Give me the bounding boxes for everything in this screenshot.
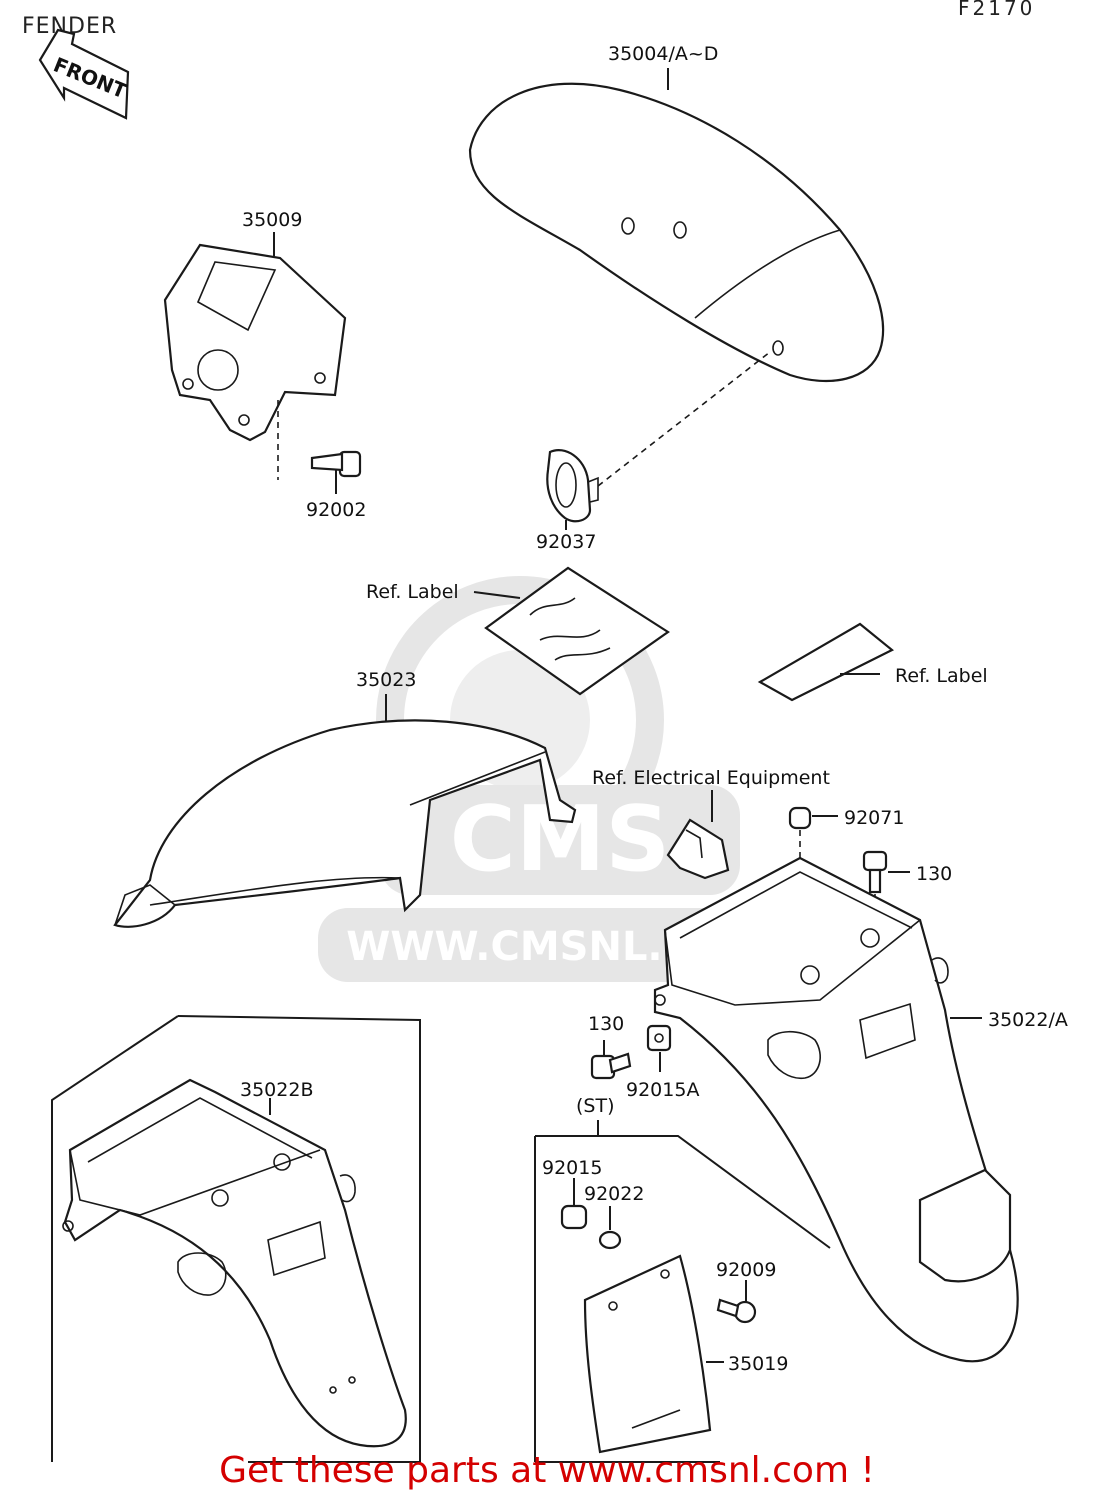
front-arrow-marker: FRONT	[38, 28, 130, 120]
part-label-92009: 92009	[716, 1259, 776, 1281]
headlight-bracket-35009	[163, 232, 347, 480]
footer-banner[interactable]: Get these parts at www.cmsnl.com !	[219, 1450, 875, 1491]
bolt-92002	[310, 450, 362, 494]
part-label-35009: 35009	[242, 209, 302, 231]
rear-fender-35022a	[653, 856, 1019, 1363]
part-label-92071: 92071	[844, 807, 904, 829]
part-label-92037: 92037	[536, 531, 596, 553]
part-label-92002: 92002	[306, 499, 366, 521]
rear-fender-35022b	[62, 1078, 407, 1448]
nut-92015a	[646, 1024, 672, 1072]
nut-92015	[560, 1178, 588, 1230]
st-group-bracket	[534, 1120, 831, 1463]
ref-electrical-text: Ref. Electrical Equipment	[592, 767, 830, 789]
part-label-92015a: 92015A	[626, 1079, 699, 1101]
ref-label-2-text: Ref. Label	[895, 665, 988, 687]
part-label-35022a: 35022/A	[988, 1009, 1068, 1031]
bolt-92009	[716, 1280, 757, 1324]
diagram-code: F2170	[958, 0, 1036, 20]
washer-92022	[598, 1206, 622, 1250]
part-label-92022: 92022	[584, 1183, 644, 1205]
part-label-35004: 35004/A~D	[608, 43, 718, 65]
front-fender-35004	[468, 68, 885, 383]
part-label-130-top: 130	[916, 863, 952, 885]
ref-label-1-text: Ref. Label	[366, 581, 459, 603]
bolt-130-bottom	[590, 1040, 632, 1080]
part-label-35019: 35019	[728, 1353, 788, 1375]
electrical-equipment-ref	[666, 790, 730, 880]
mudflap-35019	[583, 1254, 724, 1454]
part-label-35022b: 35022B	[240, 1079, 313, 1101]
rear-fender-35022b-box	[51, 1015, 421, 1463]
part-label-92015: 92015	[542, 1157, 602, 1179]
part-label-130-bottom: 130	[588, 1013, 624, 1035]
grommet-92037	[546, 351, 771, 530]
inner-fender-35023	[113, 694, 577, 928]
part-label-35023: 35023	[356, 669, 416, 691]
ref-label-sticker-1	[473, 566, 670, 696]
st-marker: (ST)	[576, 1095, 615, 1117]
ref-label-sticker-2	[757, 622, 895, 702]
